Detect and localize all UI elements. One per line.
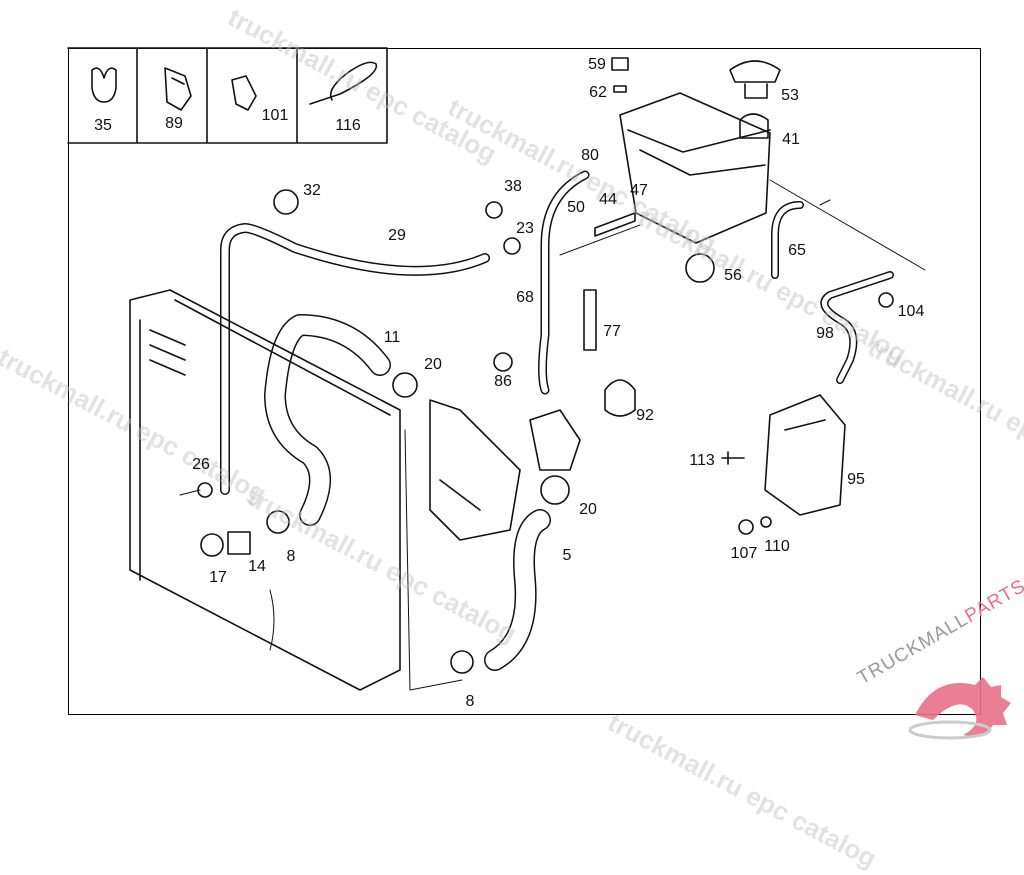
callout-59: 59 bbox=[588, 56, 606, 73]
pipe-77 bbox=[583, 289, 597, 351]
clamp-8b bbox=[450, 650, 474, 674]
callout-80: 80 bbox=[581, 147, 599, 164]
callout-110: 110 bbox=[764, 538, 790, 555]
hose-5-inner bbox=[485, 510, 550, 670]
callout-8: 8 bbox=[286, 548, 296, 565]
callout-104: 104 bbox=[897, 303, 925, 320]
callout-56: 56 bbox=[724, 267, 742, 284]
hose-98-inner bbox=[821, 272, 893, 383]
callout-32: 32 bbox=[303, 182, 321, 199]
callout-20: 20 bbox=[424, 356, 442, 373]
water-pump bbox=[429, 399, 581, 541]
legend-part-35: 35 bbox=[94, 117, 112, 134]
washer-62 bbox=[613, 85, 627, 93]
callout-8: 8 bbox=[465, 693, 475, 710]
legend-part-89: 89 bbox=[165, 115, 183, 132]
parts-diagram-drawing bbox=[67, 47, 926, 691]
part-107 bbox=[738, 519, 754, 535]
clamp-20a bbox=[392, 372, 418, 398]
callout-98: 98 bbox=[816, 325, 834, 342]
callout-23: 23 bbox=[516, 220, 534, 237]
hose-11-inner bbox=[265, 315, 390, 525]
callout-107: 107 bbox=[730, 545, 758, 562]
diagram-frame bbox=[68, 48, 981, 715]
part-86 bbox=[493, 352, 513, 372]
callout-5: 5 bbox=[562, 547, 572, 564]
leader-lines bbox=[179, 179, 926, 691]
reservoir-95 bbox=[764, 394, 846, 516]
callout-113: 113 bbox=[689, 452, 715, 469]
callout-92: 92 bbox=[636, 407, 654, 424]
part-110 bbox=[760, 516, 772, 528]
callout-53: 53 bbox=[781, 87, 799, 104]
nut-59 bbox=[611, 57, 629, 71]
clip-92 bbox=[604, 379, 636, 417]
sensor-44 bbox=[594, 212, 636, 237]
clip-89-shape bbox=[164, 67, 192, 111]
part-56 bbox=[685, 253, 715, 283]
truckmall-parts-logo bbox=[908, 677, 1011, 740]
callout-68: 68 bbox=[516, 289, 534, 306]
part-32 bbox=[273, 189, 299, 215]
callout-11: 11 bbox=[383, 329, 401, 346]
clamp-8a bbox=[266, 510, 290, 534]
hose-29-inner bbox=[221, 224, 489, 494]
strap-116-shape bbox=[309, 61, 378, 105]
cap-41 bbox=[739, 113, 769, 139]
callout-86: 86 bbox=[494, 373, 512, 390]
legend-part-116: 116 bbox=[335, 117, 361, 134]
part-104 bbox=[878, 292, 894, 308]
callout-29: 29 bbox=[388, 227, 406, 244]
callout-17: 17 bbox=[209, 569, 227, 586]
callout-38: 38 bbox=[504, 178, 522, 195]
clip-35-shape bbox=[91, 67, 117, 103]
radiator bbox=[129, 289, 401, 691]
cap-53 bbox=[729, 60, 781, 99]
legend-part-101: 101 bbox=[261, 107, 289, 124]
callout-26: 26 bbox=[192, 456, 210, 473]
clamp-17 bbox=[200, 533, 224, 557]
legend-box-border bbox=[67, 47, 388, 144]
callout-14: 14 bbox=[248, 558, 266, 575]
callout-41: 41 bbox=[782, 131, 800, 148]
part-38 bbox=[485, 201, 503, 219]
hose-68-inner bbox=[539, 172, 588, 393]
clip-101-shape bbox=[231, 75, 257, 111]
bolt-113 bbox=[721, 451, 745, 465]
sleeve-14 bbox=[227, 531, 251, 555]
clamp-20b bbox=[540, 475, 570, 505]
callout-50: 50 bbox=[567, 199, 585, 216]
callout-20: 20 bbox=[579, 501, 597, 518]
callout-44: 44 bbox=[599, 191, 617, 208]
callout-62: 62 bbox=[589, 84, 607, 101]
callout-77: 77 bbox=[603, 323, 621, 340]
hose-65-inner bbox=[772, 202, 803, 278]
callout-65: 65 bbox=[788, 242, 806, 259]
callout-47: 47 bbox=[630, 182, 648, 199]
callout-95: 95 bbox=[847, 471, 865, 488]
part-23 bbox=[503, 237, 521, 255]
